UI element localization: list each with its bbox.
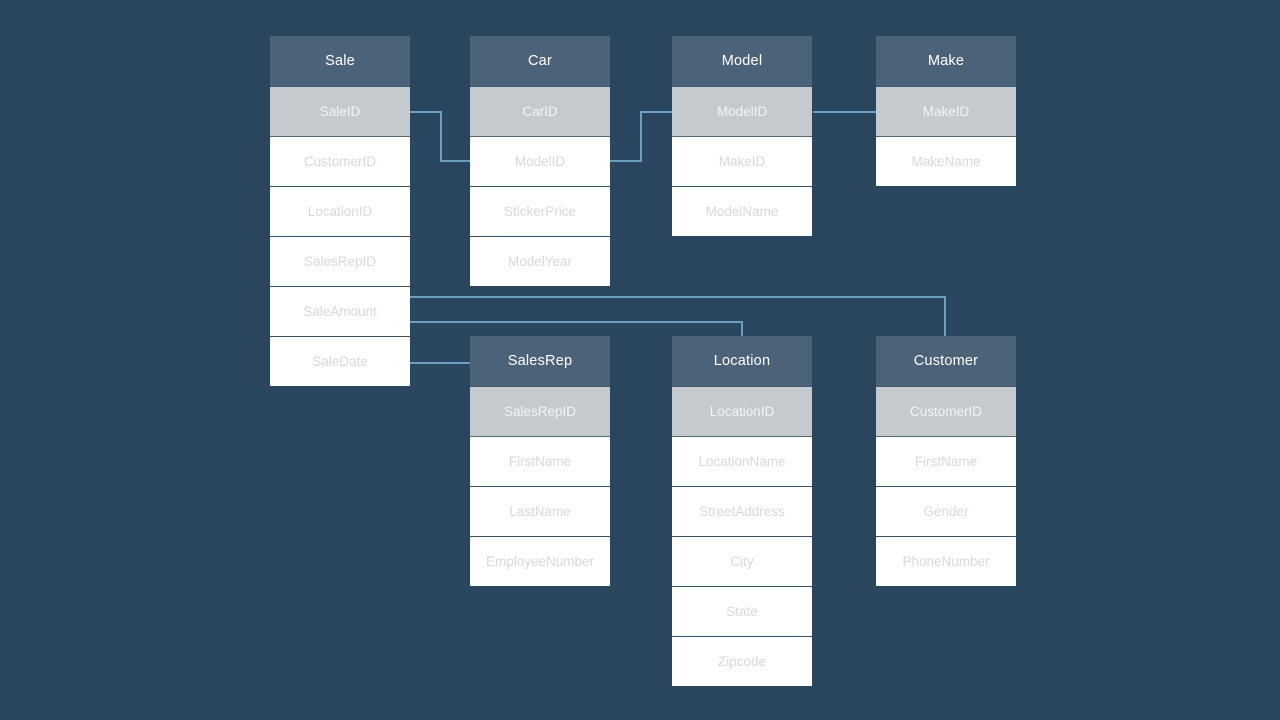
field-row[interactable]: SalesRepID xyxy=(470,386,610,436)
field-row[interactable]: StickerPrice xyxy=(470,186,610,236)
entity-title-sale: Sale xyxy=(270,36,410,86)
field-row[interactable]: MakeName xyxy=(876,136,1016,186)
field-row[interactable]: CarID xyxy=(470,86,610,136)
entity-title-model: Model xyxy=(672,36,812,86)
relationship-line xyxy=(609,111,673,162)
field-row[interactable]: CustomerID xyxy=(876,386,1016,436)
field-row[interactable]: City xyxy=(672,536,812,586)
field-row[interactable]: SaleID xyxy=(270,86,410,136)
field-row[interactable]: ModelName xyxy=(672,186,812,236)
field-row[interactable]: SaleAmount xyxy=(270,286,410,336)
field-row[interactable]: SaleDate xyxy=(270,336,410,386)
field-row[interactable]: ModelID xyxy=(470,136,610,186)
field-row[interactable]: SalesRepID xyxy=(270,236,410,286)
field-row[interactable]: LocationID xyxy=(270,186,410,236)
field-row[interactable]: FirstName xyxy=(876,436,1016,486)
field-row[interactable]: Gender xyxy=(876,486,1016,536)
field-row[interactable]: MakeID xyxy=(672,136,812,186)
entity-title-make: Make xyxy=(876,36,1016,86)
field-row[interactable]: State xyxy=(672,586,812,636)
field-row[interactable]: LocationName xyxy=(672,436,812,486)
field-row[interactable]: MakeID xyxy=(876,86,1016,136)
field-row[interactable]: StreetAddress xyxy=(672,486,812,536)
field-row[interactable]: ModelID xyxy=(672,86,812,136)
field-row[interactable]: FirstName xyxy=(470,436,610,486)
entity-title-car: Car xyxy=(470,36,610,86)
entity-title-location: Location xyxy=(672,336,812,386)
field-row[interactable]: EmployeeNumber xyxy=(470,536,610,586)
relationship-line xyxy=(409,321,743,337)
field-row[interactable]: Zipcode xyxy=(672,636,812,686)
field-row[interactable]: CustomerID xyxy=(270,136,410,186)
entity-title-customer: Customer xyxy=(876,336,1016,386)
field-row[interactable]: ModelYear xyxy=(470,236,610,286)
relationship-line xyxy=(409,296,946,337)
field-row[interactable]: PhoneNumber xyxy=(876,536,1016,586)
field-row[interactable]: LastName xyxy=(470,486,610,536)
entity-title-salesrep: SalesRep xyxy=(470,336,610,386)
relationship-line xyxy=(409,111,471,162)
field-row[interactable]: LocationID xyxy=(672,386,812,436)
